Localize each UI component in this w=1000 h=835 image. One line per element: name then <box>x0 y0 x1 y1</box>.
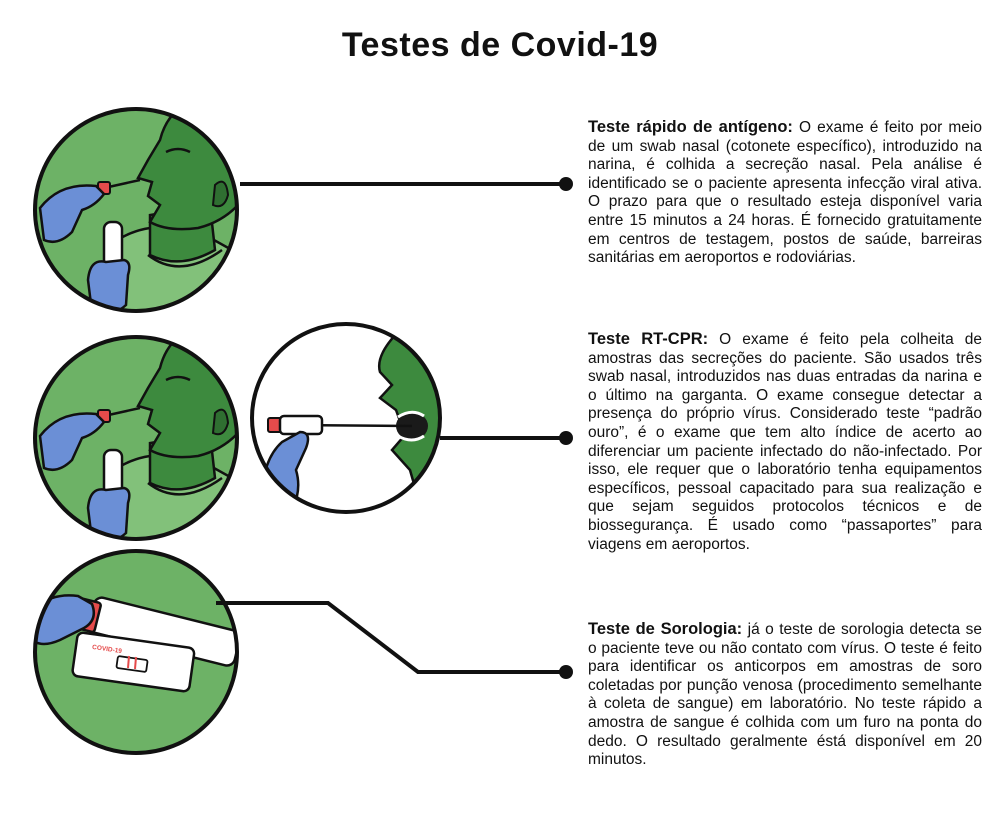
antigen-test-heading: Teste rápido de antígeno: <box>588 118 793 136</box>
serology-test-text: já o teste de sorologia detecta se o pac… <box>588 621 982 769</box>
antigen-test-text: O exame é feito por meio de um swab nasa… <box>588 119 982 267</box>
connector-line <box>216 601 573 679</box>
serology-test-description: Teste de Sorologia: já o teste de sorolo… <box>588 620 982 770</box>
rtpcr-test-text: O exame é feito pela colheita de amostra… <box>588 331 982 553</box>
rtpcr-test-heading: Teste RT-CPR: <box>588 330 709 348</box>
nasal-swab-icon <box>33 107 239 313</box>
rtpcr-test-description: Teste RT-CPR: O exame é feito pela colhe… <box>588 330 982 554</box>
page-title: Testes de Covid-19 <box>341 26 659 64</box>
nasal-swab-icon <box>33 335 239 541</box>
connector-line <box>440 431 573 445</box>
rapid-test-cassette-icon <box>33 549 239 755</box>
connector-line <box>240 177 573 191</box>
serology-test-heading: Teste de Sorologia: <box>588 620 743 638</box>
throat-swab-icon <box>250 322 442 514</box>
antigen-test-description: Teste rápido de antígeno: O exame é feit… <box>588 118 982 268</box>
